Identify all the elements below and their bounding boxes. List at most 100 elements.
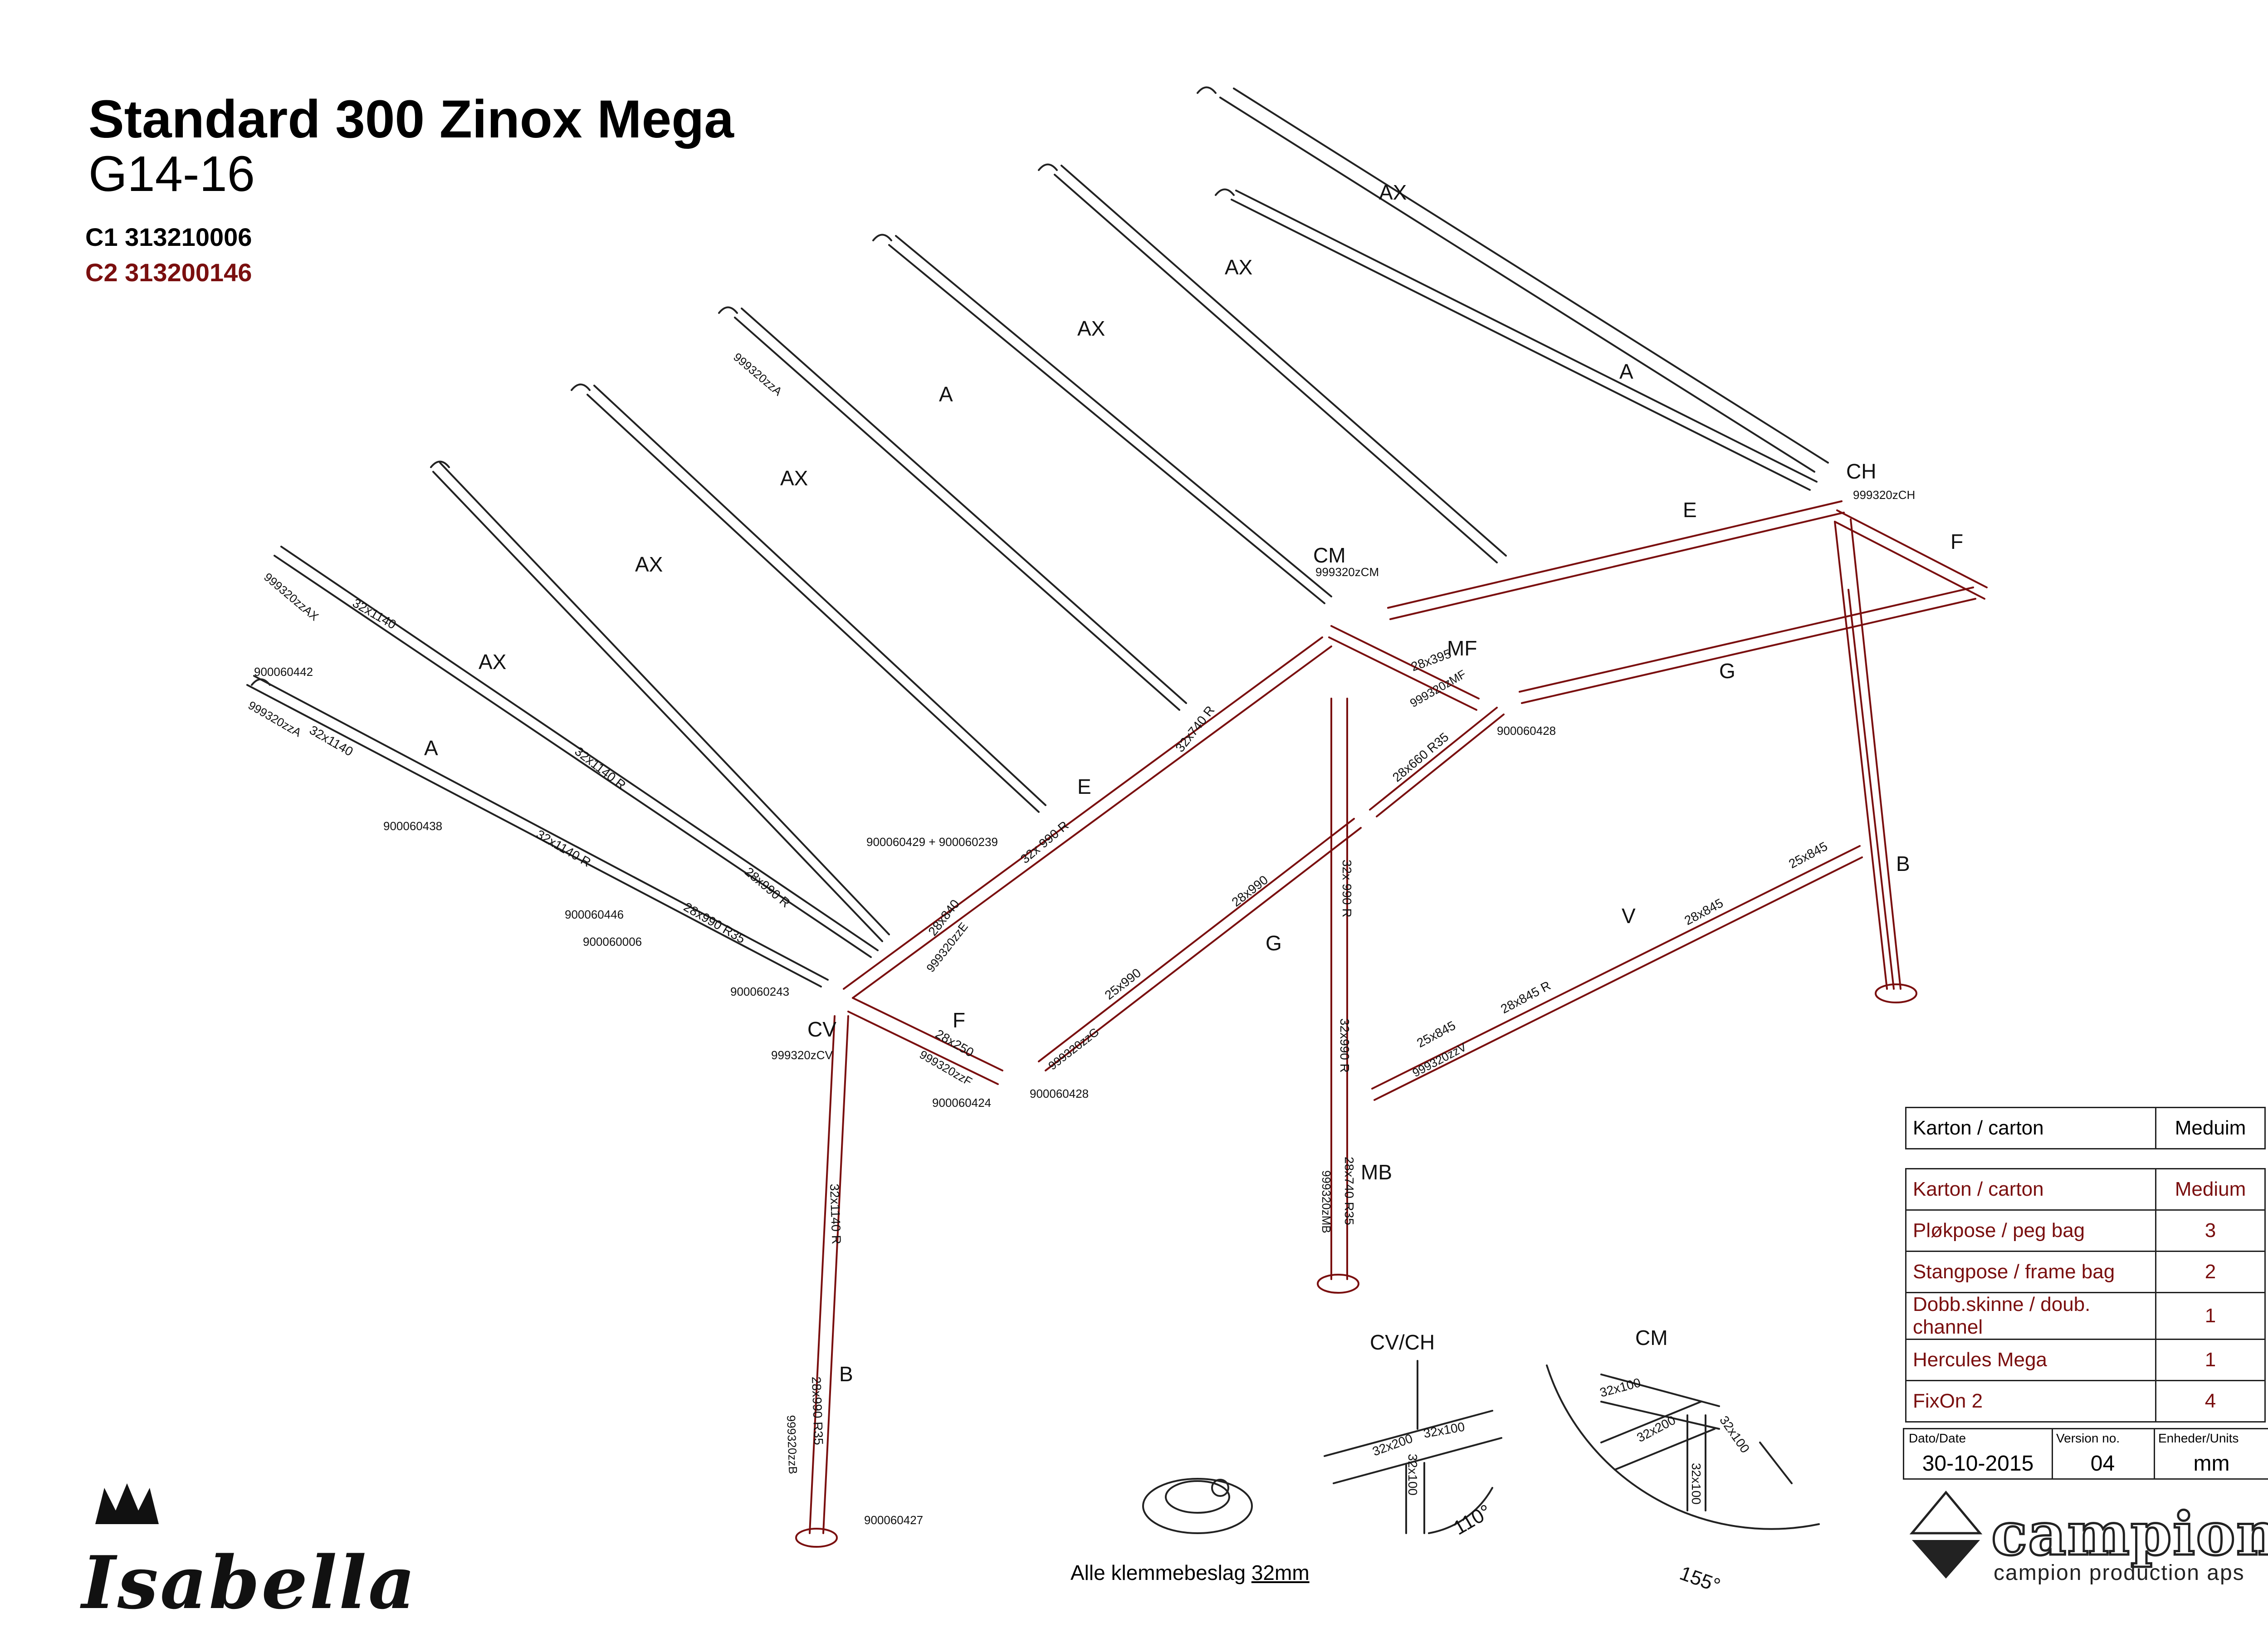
dim-cm-32x200: 32x200 bbox=[1634, 1413, 1678, 1445]
roof-pole-5 bbox=[734, 317, 1180, 711]
roof-pole-1 bbox=[1219, 97, 1815, 473]
row-label: Karton / carton bbox=[1905, 1168, 2156, 1211]
label-ax-1: AX bbox=[1379, 181, 1407, 204]
label-ax-3: AX bbox=[1077, 317, 1105, 340]
code-424: 900060424 bbox=[932, 1096, 991, 1110]
label-g-rear: G bbox=[1719, 659, 1735, 683]
label-e-rear: E bbox=[1683, 498, 1697, 522]
dim-28x660r35: 28x660 R35 bbox=[1390, 730, 1452, 785]
roof-pole-4b bbox=[895, 235, 1332, 597]
dim-28x395: 28x395 bbox=[1409, 646, 1453, 674]
units-cell: Enheder/Units mm bbox=[2154, 1429, 2268, 1478]
revision-box: Dato/Date 30-10-2015 Version no. 04 Enhe… bbox=[1903, 1428, 2268, 1480]
carton-size-box: Karton / carton Meduim bbox=[1905, 1107, 2266, 1149]
pole-g-rear2 bbox=[1521, 598, 1976, 704]
roof-pole-5b bbox=[741, 308, 1187, 704]
version-label: Version no. bbox=[2056, 1431, 2120, 1445]
footnote-size: 32mm bbox=[1251, 1561, 1310, 1584]
hook-9 bbox=[251, 678, 271, 686]
code-427: 900060427 bbox=[864, 1513, 923, 1527]
table-row: FixOn 2 4 bbox=[1905, 1380, 2266, 1423]
code-446: 900060446 bbox=[565, 908, 624, 921]
label-cvch-detail: CV/CH bbox=[1370, 1330, 1435, 1354]
row-qty: 3 bbox=[2155, 1209, 2266, 1252]
code-442: 900060442 bbox=[254, 665, 313, 679]
cvch-tube-b bbox=[1333, 1437, 1502, 1484]
roof-pole-8b bbox=[280, 546, 879, 951]
foot-cm bbox=[1317, 1274, 1359, 1294]
pole-f-rear2 bbox=[1834, 521, 1985, 600]
code-c1: C1 313210006 bbox=[85, 223, 252, 251]
label-a-3: A bbox=[424, 736, 438, 760]
cm-rear-a bbox=[1759, 1442, 1793, 1484]
label-ax-2: AX bbox=[1225, 255, 1252, 279]
dim-32x1140r-a: 32x1140 R bbox=[572, 744, 628, 792]
cm-tube-b bbox=[1600, 1401, 1720, 1430]
campion-tagline: campion production aps bbox=[1994, 1561, 2245, 1585]
code-428-front: 900060428 bbox=[1030, 1087, 1089, 1100]
label-b-front: B bbox=[839, 1362, 853, 1386]
angle-155: 155° bbox=[1677, 1562, 1723, 1597]
pole-f-front2 bbox=[847, 1011, 999, 1085]
dim-32x1140r-leg: 32x1140 R bbox=[827, 1183, 844, 1244]
campion-triangle-down bbox=[1912, 1540, 1980, 1579]
code-zch: 999320zCH bbox=[1853, 488, 1915, 502]
pole-660b bbox=[1376, 714, 1505, 817]
date-label: Dato/Date bbox=[1909, 1431, 1966, 1445]
dim-32x990r-cm-top: 32x 990 R bbox=[1340, 860, 1354, 918]
dim-25x845: 25x845 bbox=[1786, 839, 1830, 871]
cm-angle-arc bbox=[1546, 1364, 1820, 1530]
roof-pole-3b bbox=[1061, 165, 1507, 557]
pole-hooks bbox=[251, 86, 1235, 686]
roof-pole-1b bbox=[1233, 88, 1829, 464]
eave-front-e bbox=[843, 636, 1323, 990]
eave-rear-e bbox=[1387, 500, 1843, 609]
roof-pole-3 bbox=[1054, 174, 1498, 563]
row-qty: 1 bbox=[2155, 1339, 2266, 1381]
product-subtitle: G14-16 bbox=[88, 146, 255, 202]
units-label: Enheder/Units bbox=[2158, 1431, 2239, 1445]
foot-ch bbox=[1875, 983, 1917, 1003]
label-v: V bbox=[1622, 904, 1636, 928]
dim-28x990r35: 28x990 R35 bbox=[681, 900, 748, 946]
dim-32x1140-a: 32x1140 bbox=[350, 596, 399, 632]
roof-pole-6b bbox=[593, 385, 1046, 806]
angle-labels: 110° 155° bbox=[1450, 1500, 1723, 1597]
hook-5 bbox=[718, 306, 738, 314]
dim-28x990: 28x990 bbox=[1229, 873, 1271, 909]
cm-tube-a bbox=[1600, 1374, 1720, 1407]
label-f-rear: F bbox=[1950, 530, 1963, 553]
dim-32x1140r-b: 32x1140 R bbox=[534, 827, 593, 870]
pole-660 bbox=[1369, 707, 1498, 811]
hook-1 bbox=[1197, 86, 1217, 94]
clamp-detail bbox=[1142, 1478, 1253, 1534]
dim-cvch-32x100-a: 32x100 bbox=[1422, 1419, 1466, 1440]
clamp-body bbox=[1142, 1478, 1253, 1534]
eave-rear-e2 bbox=[1389, 512, 1845, 620]
angle-110: 110° bbox=[1450, 1500, 1495, 1539]
detail-cvch bbox=[1324, 1360, 1502, 1534]
leg-cv bbox=[809, 1015, 836, 1534]
leg-cv2 bbox=[822, 1015, 849, 1534]
code-006: 900060006 bbox=[583, 935, 642, 948]
version-cell: Version no. 04 bbox=[2052, 1429, 2155, 1478]
roof-pole-2 bbox=[1231, 199, 1811, 491]
label-ch: CH bbox=[1846, 460, 1876, 483]
roof-poles bbox=[246, 88, 1829, 988]
dim-cm-32x100-b: 32x100 bbox=[1689, 1463, 1703, 1505]
pole-g-front2 bbox=[1045, 827, 1362, 1071]
hook-4 bbox=[872, 234, 892, 241]
date-value: 30-10-2015 bbox=[1922, 1452, 2034, 1476]
leg-ch bbox=[1834, 521, 1888, 990]
dim-32x990r-cm: 32x990 R bbox=[1338, 1018, 1352, 1073]
clamp-screw bbox=[1211, 1479, 1229, 1497]
code-438: 900060438 bbox=[383, 819, 442, 833]
code-zcm: 999320zCM bbox=[1315, 565, 1379, 579]
pole-g-front bbox=[1038, 818, 1355, 1062]
code-c2: C2 313200146 bbox=[85, 258, 252, 287]
campion-logo: campion bbox=[1990, 1498, 2268, 1570]
leg-ch-inner bbox=[1848, 589, 1895, 990]
row-label: Pløkpose / peg bag bbox=[1905, 1209, 2156, 1252]
campion-logo-mark bbox=[1909, 1491, 1983, 1579]
